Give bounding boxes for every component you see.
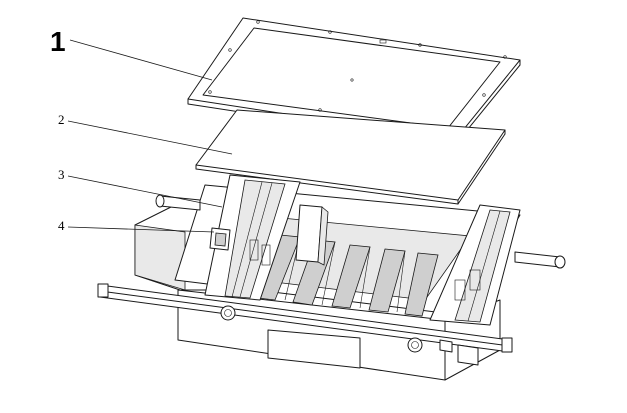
top-frame-part-1: [187, 17, 521, 146]
callout-label-4: 4: [58, 218, 65, 233]
callout-3: 3: [58, 167, 223, 208]
base-assembly-part-3: [97, 174, 566, 381]
callout-label-2: 2: [58, 112, 65, 127]
plate-part-2: [195, 109, 506, 205]
callout-label-3: 3: [58, 167, 65, 182]
callout-2: 2: [58, 112, 233, 155]
callout-label-1: 1: [50, 26, 66, 57]
callout-1: 1: [50, 26, 213, 81]
callout-4: 4: [58, 218, 215, 233]
